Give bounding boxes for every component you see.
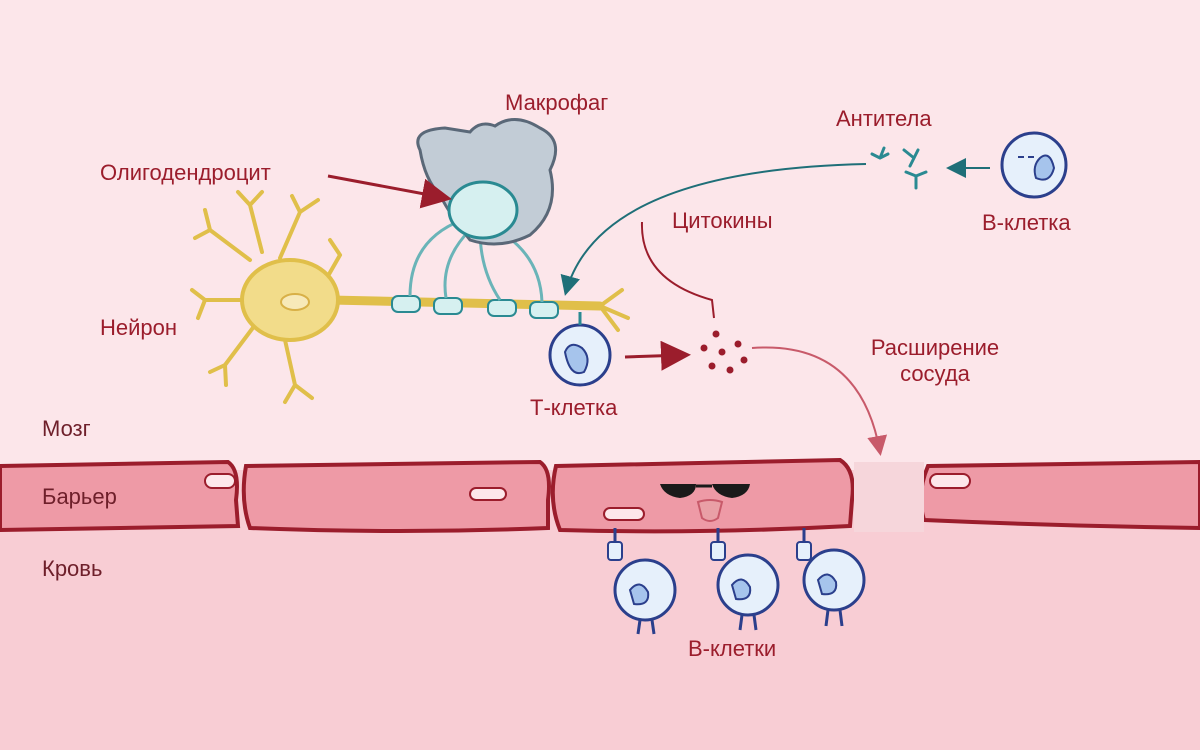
t-cell (548, 312, 612, 387)
b-cell-blood-2 (710, 528, 780, 631)
barrier-cell-3 (550, 457, 855, 534)
zone-barrier-label: Барьер (42, 484, 117, 509)
myelin-sheath (391, 295, 559, 319)
macrophage-label: Макрофаг (505, 90, 609, 115)
barrier-nucleus (469, 487, 507, 501)
antibodies (870, 146, 928, 190)
b-cell-blood-3 (796, 528, 866, 627)
sunglasses-face-icon (660, 484, 750, 522)
antibodies-arrow (560, 163, 867, 296)
barrier-nucleus (929, 473, 971, 489)
b-cell-blood-1 (607, 528, 677, 635)
oligodendrocyte-label: Олигодендроцит (100, 160, 271, 185)
vasodilation-label-line1: Расширение (870, 335, 1000, 360)
barrier-nucleus (603, 507, 645, 521)
neuron-label: Нейрон (100, 315, 178, 340)
cytokines-label: Цитокины (672, 208, 773, 233)
b-cells-label: В-клетки (688, 636, 777, 661)
zone-blood-label: Кровь (42, 556, 103, 581)
dilation-arrow (751, 346, 888, 456)
cytokines-pointer (640, 221, 715, 319)
oligodendrocyte (447, 180, 519, 240)
cytokine-dots (700, 330, 748, 374)
barrier-nucleus (204, 473, 236, 489)
b-cell-label: В-клетка (982, 210, 1071, 235)
oligodendrocyte-pointer (327, 174, 452, 209)
barrier-cell-2 (241, 459, 551, 533)
t-cell-to-cytokines-arrow (624, 340, 691, 371)
zone-brain-label: Мозг (42, 416, 91, 441)
t-cell-label: Т-клетка (530, 395, 618, 420)
antibodies-label: Антитела (836, 106, 932, 131)
barrier-gap (854, 462, 924, 532)
b-cell (1000, 131, 1068, 199)
vasodilation-label: Расширение сосуда (845, 335, 1025, 388)
barrier-cell-4 (918, 459, 1200, 531)
barrier (0, 457, 1200, 534)
vasodilation-label-line2: сосуда (900, 361, 970, 387)
barrier-cell-1 (0, 459, 241, 533)
